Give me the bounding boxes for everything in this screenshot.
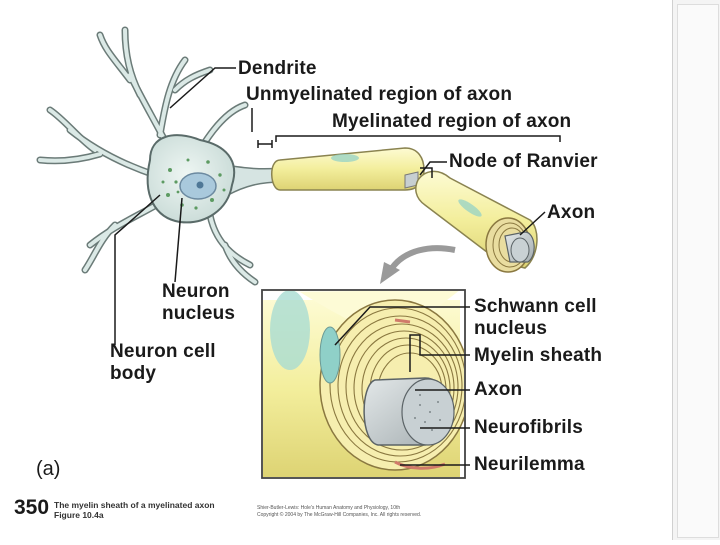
credit-line-1: Shier-Butler-Lewis: Hole's Human Anatomy…: [257, 505, 401, 511]
schwann-nucleus-top-2: [458, 199, 482, 217]
label-myelin-sheath: Myelin sheath: [474, 345, 603, 366]
copyright-credit: Shier-Butler-Lewis: Hole's Human Anatomy…: [257, 505, 457, 519]
zoom-arrow-head: [380, 262, 400, 284]
label-dendrite: Dendrite: [238, 58, 317, 79]
label-unmyelinated-region: Unmyelinated region of axon: [246, 84, 513, 105]
axon-core-top-end: [510, 237, 530, 263]
inset: [261, 289, 466, 479]
label-neurofibrils: Neurofibrils: [474, 417, 584, 438]
schwann-nucleus-top: [331, 154, 359, 162]
label-neuron-cell-body: Neuron cell body: [110, 341, 216, 384]
figure-caption: The myelin sheath of a myelinated axon F…: [54, 500, 215, 520]
label-axon-inset: Axon: [474, 379, 523, 400]
caption-line-2: Figure 10.4a: [54, 510, 104, 520]
label-myelinated-region: Myelinated region of axon: [332, 111, 572, 132]
figure-part-label: (a): [36, 458, 61, 480]
label-schwann-cell-nucleus: Schwann cell nucleus: [474, 296, 597, 339]
label-neurilemma: Neurilemma: [474, 454, 585, 475]
page-number: 350: [14, 496, 50, 519]
dendrites-fill: [38, 28, 257, 284]
leader-lines: [114, 67, 561, 466]
label-neuron-nucleus: Neuron nucleus: [162, 281, 236, 324]
label-axon-top: Axon: [547, 202, 596, 223]
right-panel-inner: [677, 4, 719, 538]
nucleolus: [196, 181, 204, 189]
zoom-arrow: [389, 245, 456, 270]
label-node-of-ranvier: Node of Ranvier: [449, 151, 598, 172]
nissl-bodies: [161, 158, 226, 210]
caption-line-1: The myelin sheath of a myelinated axon: [54, 500, 215, 510]
credit-line-2: Copyright © 2004 by The McGraw-Hill Comp…: [257, 512, 422, 518]
